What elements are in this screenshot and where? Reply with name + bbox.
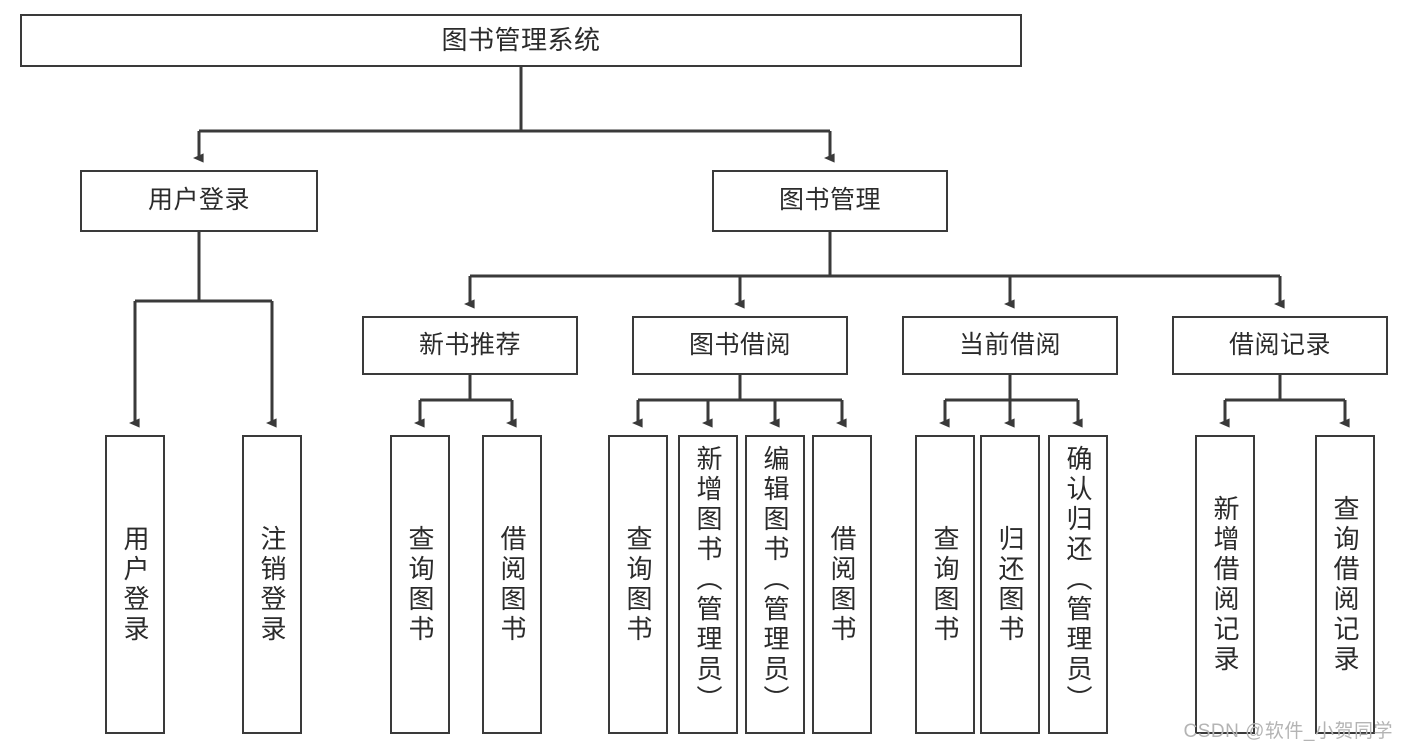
leaf-confirm-return-label: 确认归还（管理员） [1063, 445, 1093, 715]
leaf-borrow-book-2[interactable]: 借阅图书 [812, 435, 872, 734]
node-user-login-label: 用户登录 [147, 186, 250, 215]
leaf-return-book[interactable]: 归还图书 [980, 435, 1040, 734]
leaf-add-book-label: 新增图书（管理员） [693, 445, 723, 715]
leaf-add-borrow-record[interactable]: 新增借阅记录 [1195, 435, 1255, 734]
leaf-query-book-3[interactable]: 查询图书 [915, 435, 975, 734]
leaf-edit-book[interactable]: 编辑图书（管理员） [745, 435, 805, 734]
leaf-query-borrow-record[interactable]: 查询借阅记录 [1315, 435, 1375, 734]
leaf-borrow-book-1[interactable]: 借阅图书 [482, 435, 542, 734]
node-book-management[interactable]: 图书管理 [712, 170, 948, 232]
leaf-user-login-label: 用户登录 [120, 524, 150, 645]
node-borrow-record-label: 借阅记录 [1228, 330, 1331, 359]
leaf-user-login[interactable]: 用户登录 [105, 435, 165, 734]
leaf-logout-label: 注销登录 [257, 524, 287, 645]
node-book-management-label: 图书管理 [778, 186, 881, 215]
csdn-watermark: CSDN @软件_小贺同学 [1183, 721, 1393, 742]
leaf-query-book-2[interactable]: 查询图书 [608, 435, 668, 734]
node-book-borrow[interactable]: 图书借阅 [632, 316, 848, 375]
leaf-query-book-2-label: 查询图书 [623, 524, 653, 645]
leaf-add-book[interactable]: 新增图书（管理员） [678, 435, 738, 734]
node-new-book-recommend-label: 新书推荐 [418, 330, 521, 359]
node-book-borrow-label: 图书借阅 [688, 330, 791, 359]
leaf-edit-book-label: 编辑图书（管理员） [760, 445, 790, 715]
node-new-book-recommend[interactable]: 新书推荐 [362, 316, 578, 375]
node-user-login[interactable]: 用户登录 [80, 170, 318, 232]
node-current-borrow-label: 当前借阅 [958, 330, 1061, 359]
leaf-query-borrow-record-label: 查询借阅记录 [1330, 494, 1360, 675]
leaf-return-book-label: 归还图书 [995, 524, 1025, 645]
leaf-logout[interactable]: 注销登录 [242, 435, 302, 734]
leaf-borrow-book-2-label: 借阅图书 [827, 524, 857, 645]
node-current-borrow[interactable]: 当前借阅 [902, 316, 1118, 375]
node-root-label: 图书管理系统 [441, 25, 601, 56]
node-borrow-record[interactable]: 借阅记录 [1172, 316, 1388, 375]
leaf-confirm-return[interactable]: 确认归还（管理员） [1048, 435, 1108, 734]
leaf-add-borrow-record-label: 新增借阅记录 [1210, 494, 1240, 675]
node-root[interactable]: 图书管理系统 [20, 14, 1022, 67]
leaf-query-book-1[interactable]: 查询图书 [390, 435, 450, 734]
leaf-query-book-3-label: 查询图书 [930, 524, 960, 645]
leaf-query-book-1-label: 查询图书 [405, 524, 435, 645]
leaf-borrow-book-1-label: 借阅图书 [497, 524, 527, 645]
